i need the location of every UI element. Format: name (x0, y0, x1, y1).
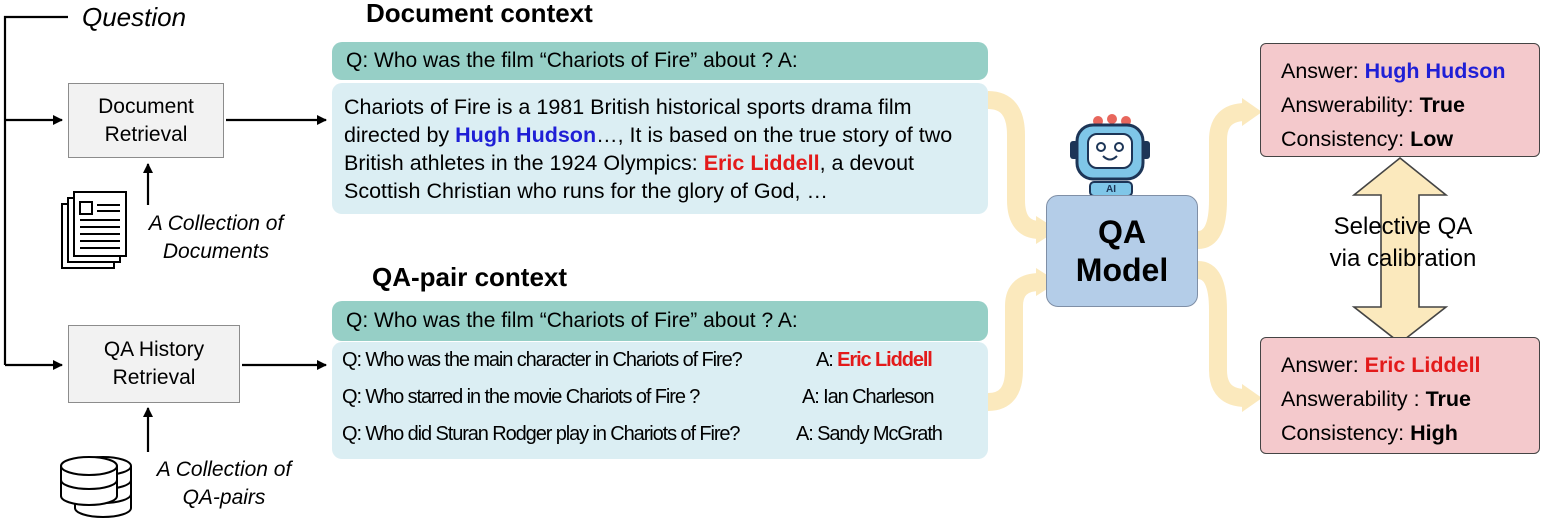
answer-value: Eric Liddell (1364, 353, 1481, 377)
answer-box-top: Answer: Hugh Hudson Answerability: True … (1260, 43, 1540, 157)
answerability-label: Answerability: (1281, 93, 1420, 117)
answerability-label: Answerability : (1281, 387, 1426, 411)
qa-row-answer: A: Eric Liddell (816, 349, 933, 372)
qapairs-caption-line1: A Collection of (156, 458, 292, 481)
documents-caption-line2: Documents (162, 240, 270, 263)
flow-bottom-arrowhead (1242, 384, 1262, 412)
document-retrieval-line1: Document (98, 94, 194, 118)
answer-line: Answer: Eric Liddell (1281, 348, 1539, 382)
qa-row-answer-prefix: A: (796, 423, 818, 445)
flow-model-to-top (1196, 103, 1247, 249)
flow-model-to-bottom (1196, 261, 1247, 407)
documents-icon (61, 191, 127, 269)
consistency-line: Consistency: Low (1281, 122, 1539, 156)
answerability-value: True (1425, 387, 1471, 411)
answer-box-bottom: Answer: Eric Liddell Answerability : Tru… (1260, 337, 1540, 454)
flow-qa-to-model (987, 273, 1041, 411)
consistency-value: High (1410, 421, 1458, 445)
consistency-value: Low (1410, 127, 1454, 151)
document-context-title: Document context (366, 0, 593, 28)
answer-value: Hugh Hudson (1364, 59, 1506, 83)
document-text-2: …, It is based on the true story of two … (344, 123, 953, 175)
flow-doc-to-model (987, 91, 1041, 239)
qa-row-answer: A: Ian Charleson (802, 386, 934, 409)
qa-row-answer-value: Sandy McGrath (817, 423, 943, 445)
qa-row-question: Q: Who was the main character in Chariot… (342, 349, 743, 371)
documents-caption-line1: A Collection of (148, 212, 284, 235)
consistency-label: Consistency: (1281, 421, 1411, 445)
qapairs-caption: A Collection of QA-pairs (142, 456, 306, 512)
selective-line1: Selective QA (1333, 213, 1473, 240)
database-icon (60, 456, 132, 518)
answerability-line: Answerability : True (1281, 382, 1539, 416)
answer-label: Answer: (1281, 59, 1365, 83)
qa-row-question: Q: Who starred in the movie Chariots of … (342, 386, 700, 408)
qa-pair-context-box: Q: Who was the main character in Chariot… (332, 342, 988, 459)
question-branch-line (3, 15, 68, 365)
consistency-label: Consistency: (1281, 127, 1411, 151)
qa-row-answer-value: Ian Charleson (823, 386, 934, 408)
qa-model-box: QA Model (1046, 195, 1198, 307)
flow-top-arrowhead (1242, 98, 1262, 126)
selective-line2: via calibration (1329, 245, 1477, 272)
qa-query-bar: Q: Who was the film “Chariots of Fire” a… (332, 301, 988, 341)
answerability-value: True (1419, 93, 1466, 117)
qa-model-line1: QA (1098, 214, 1146, 250)
qa-history-retrieval-box: QA History Retrieval (68, 325, 240, 403)
qa-pair-context-title: QA-pair context (372, 262, 568, 292)
document-query-bar: Q: Who was the film “Chariots of Fire” a… (332, 42, 988, 80)
qapairs-caption-line2: QA-pairs (182, 486, 266, 509)
highlight-hugh-hudson: Hugh Hudson (455, 123, 597, 147)
qa-retrieval-line2: Retrieval (112, 366, 196, 389)
document-retrieval-box: Document Retrieval (68, 83, 224, 158)
qa-row-answer: A: Sandy McGrath (796, 423, 943, 446)
question-label: Question (82, 2, 187, 32)
document-context-box: Chariots of Fire is a 1981 British histo… (332, 83, 988, 214)
qa-row-answer-value: Eric Liddell (837, 349, 933, 371)
qa-row-question: Q: Who did Sturan Rodger play in Chariot… (342, 423, 741, 445)
qa-model-line2: Model (1075, 252, 1169, 288)
qa-row-answer-prefix: A: (802, 386, 824, 408)
documents-caption: A Collection of Documents (134, 210, 298, 266)
document-text-3: , a devout Scottish Christian who runs f… (344, 151, 915, 203)
consistency-line: Consistency: High (1281, 416, 1539, 450)
answer-label: Answer: (1281, 353, 1365, 377)
answerability-line: Answerability: True (1281, 88, 1539, 122)
robot-badge: AI (1106, 184, 1116, 195)
qa-row-answer-prefix: A: (816, 349, 838, 371)
document-text-1: Chariots of Fire is a 1981 British histo… (344, 95, 912, 147)
selective-qa-label: Selective QA via calibration (1298, 211, 1508, 275)
document-retrieval-line2: Retrieval (104, 122, 188, 146)
qa-retrieval-line1: QA History (103, 338, 205, 361)
answer-line: Answer: Hugh Hudson (1281, 54, 1539, 88)
highlight-eric-liddell: Eric Liddell (703, 151, 820, 175)
